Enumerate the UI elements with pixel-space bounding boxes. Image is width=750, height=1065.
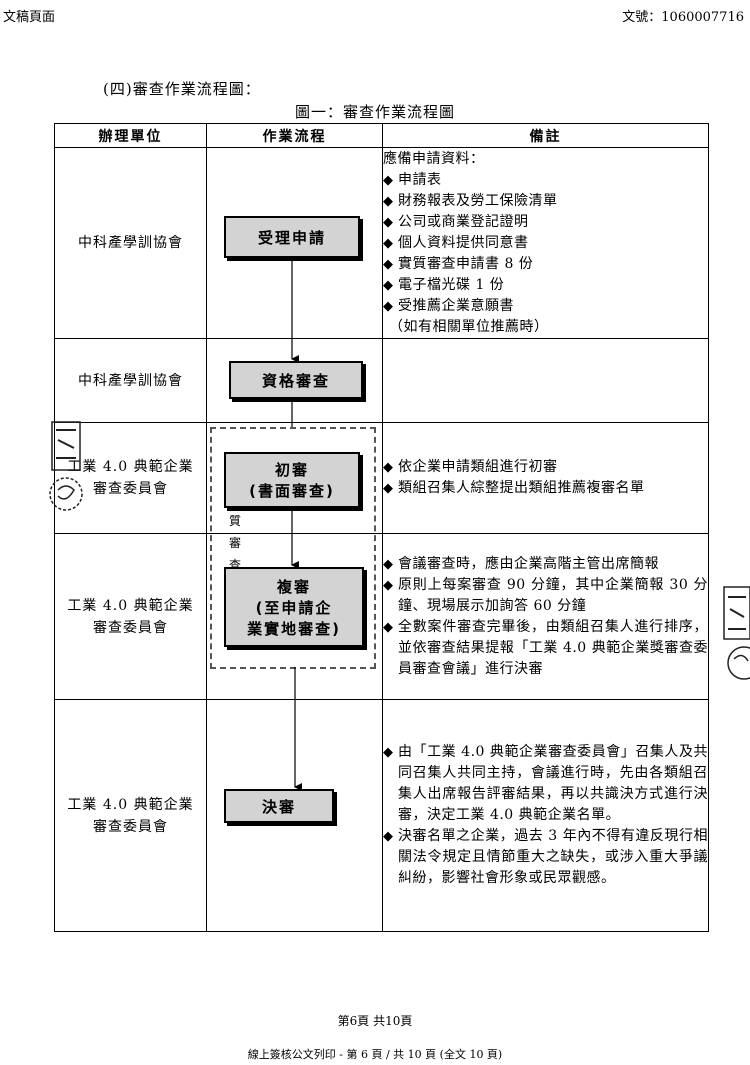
unit-name: 審查委員會 <box>93 818 168 835</box>
table-header-row: 辦理單位 作業流程 備註 <box>54 123 709 148</box>
unit-name: 工業 4.0 典範企業 <box>67 796 194 813</box>
list-item: ◆依企業申請類組進行初審 <box>383 457 708 478</box>
table-row: 工業 4.0 典範企業 審查委員會 ◆會議審查時，應由企業高階主管出席簡報 ◆原… <box>54 533 709 700</box>
unit-name: 審查委員會 <box>93 481 168 497</box>
unit-name: 中科產學訓協會 <box>78 235 183 251</box>
list-item: ◆會議審查時，應由企業高階主管出席簡報 <box>383 554 708 575</box>
review-flow-table: 辦理單位 作業流程 備註 中科產學訓協會 應備申請資料： ◆申請表 ◆財務報表及… <box>54 123 709 932</box>
header-doc-type: 文稿頁面 <box>3 10 56 25</box>
unit-name: 工業 4.0 典範企業 <box>67 459 194 475</box>
diamond-bullet-icon: ◆ <box>383 460 394 475</box>
diamond-bullet-icon: ◆ <box>383 172 394 188</box>
list-item: ◆申請表 <box>383 170 708 191</box>
figure-title: 圖一：審查作業流程圖 <box>294 103 455 121</box>
header-remarks: 備註 <box>382 123 709 148</box>
footer-page-number: 第6頁 共10頁 <box>337 1014 413 1028</box>
unit-cell: 中科產學訓協會 <box>54 147 207 339</box>
header-unit: 辦理單位 <box>54 123 207 148</box>
seal-stamp-icon <box>723 586 750 680</box>
list-item: ◆個人資料提供同意書 <box>383 233 708 254</box>
remarks-cell <box>382 338 709 423</box>
diamond-bullet-icon: ◆ <box>383 745 394 760</box>
list-item: ◆決審名單之企業，過去 3 年內不得有違反現行相關法令規定且情節重大之缺失，或涉… <box>383 828 708 886</box>
diamond-bullet-icon: ◆ <box>383 556 394 572</box>
list-item: ◆全數案件審查完畢後，由類組召集人進行排序，並依審查結果提報「工業 4.0 典範… <box>383 618 708 677</box>
list-item: ◆實質審查申請書 8 份 <box>383 254 708 275</box>
remarks-cell: ◆會議審查時，應由企業高階主管出席簡報 ◆原則上每案審查 90 分鐘，其中企業簡… <box>382 533 709 700</box>
list-item: ◆財務報表及勞工保險清單 <box>383 191 708 212</box>
flow-step-accept-application: 受理申請 <box>224 216 360 258</box>
remarks-cell: ◆由「工業 4.0 典範企業審查委員會」召集人及共同召集人共同主持，會議進行時，… <box>382 699 709 932</box>
list-item: ◆公司或商業登記證明 <box>383 212 708 233</box>
flow-step-preliminary-review: 初審(書面審查) <box>224 452 360 508</box>
list-item: ◆電子檔光碟 1 份 <box>383 275 708 296</box>
unit-name: 審查委員會 <box>93 619 168 636</box>
flow-step-final-review: 決審 <box>224 789 334 823</box>
unit-cell: 工業 4.0 典範企業 審查委員會 <box>54 533 207 700</box>
remarks-tail: （如有相關單位推薦時） <box>389 318 549 335</box>
footer-print-info: 線上簽核公文列印 - 第 6 頁 / 共 10 頁 (全文 10 頁) <box>247 1048 503 1061</box>
remarks-intro: 應備申請資料： <box>383 150 485 167</box>
table-row: 工業 4.0 典範企業 審查委員會 ◆依企業申請類組進行初審 ◆類組召集人綜整提… <box>54 422 709 534</box>
table-row: 中科產學訓協會 應備申請資料： ◆申請表 ◆財務報表及勞工保險清單 ◆公司或商業… <box>54 147 709 339</box>
diamond-bullet-icon: ◆ <box>383 193 394 209</box>
list-item: ◆由「工業 4.0 典範企業審查委員會」召集人及共同召集人共同主持，會議進行時，… <box>383 744 708 823</box>
unit-cell: 工業 4.0 典範企業 審查委員會 <box>54 699 207 932</box>
unit-cell: 中科產學訓協會 <box>54 338 207 423</box>
diamond-bullet-icon: ◆ <box>383 298 394 314</box>
substantive-review-group <box>210 427 376 669</box>
table-row: 工業 4.0 典範企業 審查委員會 ◆由「工業 4.0 典範企業審查委員會」召集… <box>54 699 709 932</box>
diamond-bullet-icon: ◆ <box>383 277 394 293</box>
diamond-bullet-icon: ◆ <box>383 235 394 251</box>
flow-step-second-review: 複審(至申請企業實地審查) <box>224 567 364 647</box>
diamond-bullet-icon: ◆ <box>383 481 394 496</box>
diamond-bullet-icon: ◆ <box>383 829 394 844</box>
seal-stamp-icon <box>49 421 83 511</box>
header-process: 作業流程 <box>206 123 383 148</box>
flow-step-qualification-review: 資格審查 <box>229 361 363 399</box>
unit-name: 中科產學訓協會 <box>78 372 183 389</box>
section-title: (四)審查作業流程圖： <box>103 80 261 98</box>
remarks-cell: 應備申請資料： ◆申請表 ◆財務報表及勞工保險清單 ◆公司或商業登記證明 ◆個人… <box>382 147 709 339</box>
diamond-bullet-icon: ◆ <box>383 214 394 230</box>
unit-name: 工業 4.0 典範企業 <box>67 597 194 614</box>
header-doc-number: 文號：1060007716 <box>622 10 744 25</box>
list-item: ◆受推薦企業意願書 <box>383 296 708 317</box>
diamond-bullet-icon: ◆ <box>383 577 394 593</box>
table-row: 中科產學訓協會 <box>54 338 709 423</box>
list-item: ◆原則上每案審查 90 分鐘，其中企業簡報 30 分鐘、現場展示加詢答 60 分… <box>383 576 708 614</box>
diamond-bullet-icon: ◆ <box>383 256 394 272</box>
diamond-bullet-icon: ◆ <box>383 619 394 635</box>
remarks-cell: ◆依企業申請類組進行初審 ◆類組召集人綜整提出類組推薦複審名單 <box>382 422 709 534</box>
list-item: ◆類組召集人綜整提出類組推薦複審名單 <box>383 478 708 499</box>
